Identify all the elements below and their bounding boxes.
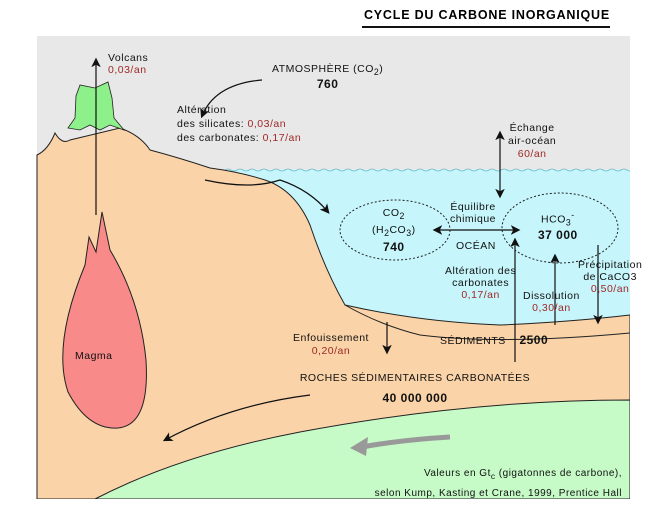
sediment-boundary xyxy=(344,304,631,341)
sediments-label: SÉDIMENTS 2500 xyxy=(440,333,549,347)
atmosphere-label: ATMOSPHÈRE (CO2)760 xyxy=(272,63,384,92)
weathering-arrow xyxy=(200,79,263,119)
plate-motion-arrow xyxy=(361,434,451,450)
water-surface xyxy=(224,168,634,172)
runoff-arrow xyxy=(204,179,330,214)
hco3-pool xyxy=(501,192,619,264)
magma-chamber xyxy=(62,211,147,429)
subduction-arrow xyxy=(162,394,311,442)
magma-label: Magma xyxy=(75,350,113,362)
hco3-label: HCO3-37 000 xyxy=(538,210,578,242)
diagram-title: CYCLE DU CARBONE INORGANIQUE xyxy=(362,8,610,28)
source-note: Valeurs en Gtc (gigatonnes de carbone),s… xyxy=(374,468,622,499)
co2-ocean-label: CO2(H2CO3)740 xyxy=(372,207,416,255)
co2-pool xyxy=(339,199,451,261)
ocean-label: OCÉAN xyxy=(456,240,496,252)
